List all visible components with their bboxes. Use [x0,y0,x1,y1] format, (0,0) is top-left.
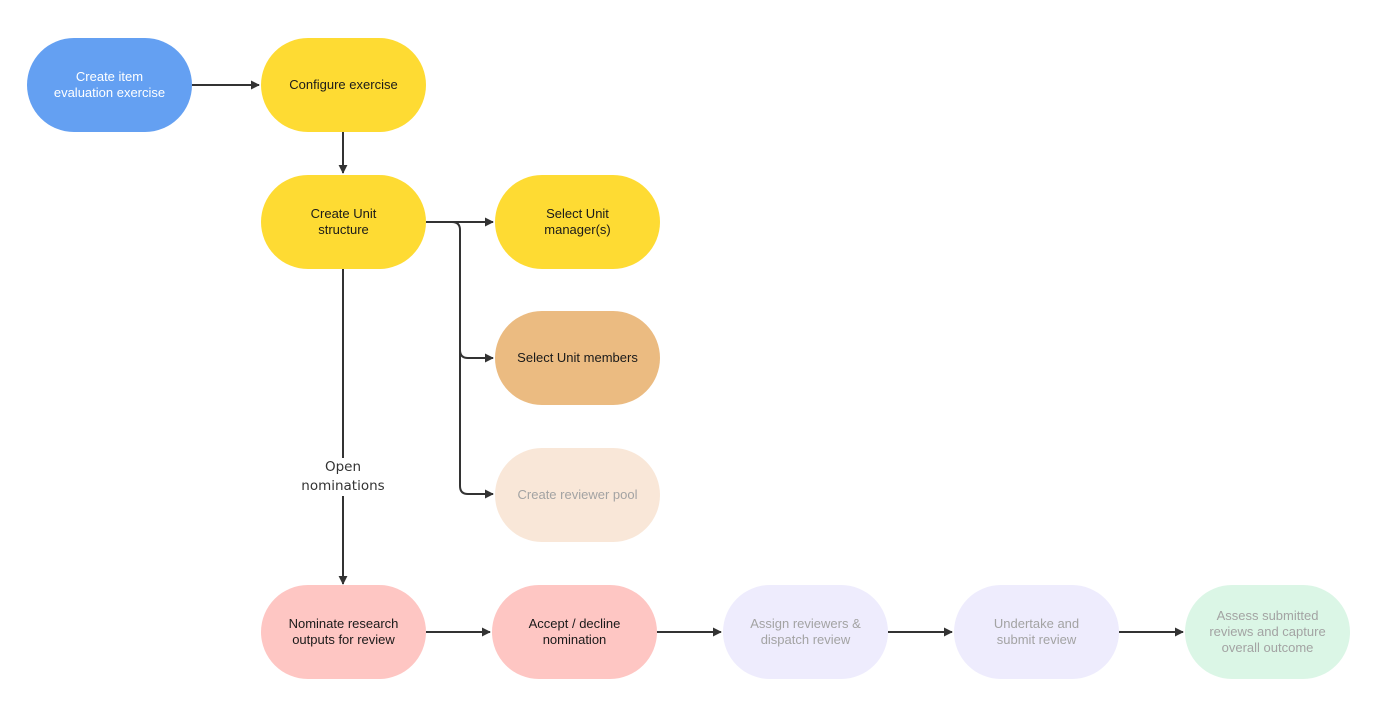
open-nominations-label: Open nominations [290,458,396,496]
node-create-reviewer-pool-label: Create reviewer pool [517,487,638,502]
node-assess-reviews[interactable]: Assess submitted reviews and capture ove… [1185,585,1350,679]
node-undertake-review-label: Undertake and submit review [993,616,1080,647]
arrow-unit-to-members [426,221,494,363]
node-configure-exercise-label: Configure exercise [289,77,398,92]
node-assess-reviews-label: Assess submitted reviews and capture ove… [1209,608,1326,655]
node-select-unit-managers[interactable]: Select Unit manager(s) [495,175,660,269]
arrow-unit-to-pool [459,350,494,499]
node-create-exercise[interactable]: Create item evaluation exercise [27,38,192,132]
node-create-exercise-label: Create item evaluation exercise [53,69,166,100]
node-nominate-outputs[interactable]: Nominate research outputs for review [261,585,426,679]
node-accept-decline-label: Accept / decline nomination [528,616,621,647]
node-accept-decline[interactable]: Accept / decline nomination [492,585,657,679]
node-create-reviewer-pool[interactable]: Create reviewer pool [495,448,660,542]
node-create-unit-structure-label: Create Unit structure [310,206,377,237]
node-select-unit-members[interactable]: Select Unit members [495,311,660,405]
node-create-unit-structure[interactable]: Create Unit structure [261,175,426,269]
node-assign-reviewers[interactable]: Assign reviewers & dispatch review [723,585,888,679]
node-assign-reviewers-label: Assign reviewers & dispatch review [750,616,861,647]
node-configure-exercise[interactable]: Configure exercise [261,38,426,132]
node-undertake-review[interactable]: Undertake and submit review [954,585,1119,679]
node-select-unit-managers-label: Select Unit manager(s) [544,206,611,237]
node-nominate-outputs-label: Nominate research outputs for review [288,616,399,647]
node-select-unit-members-label: Select Unit members [517,350,638,365]
